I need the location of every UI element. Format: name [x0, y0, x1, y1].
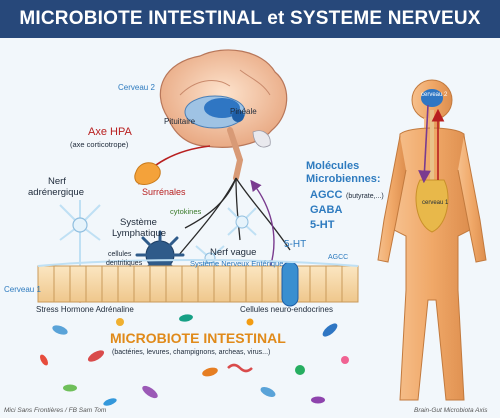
label-nerf-adrenergique-1: Nerf [48, 176, 66, 187]
label-nerf-adrenergique-2: adrénergique [28, 187, 84, 198]
page-title: MICROBIOTE INTESTINAL et SYSTEME NERVEUX [19, 8, 481, 29]
label-systeme-lymphatique-2: Lymphatique [112, 228, 167, 239]
label-axe-hpa-sub: (axe corticotrope) [70, 140, 129, 149]
label-microbiote-sub: (bactéries, levures, champignons, archea… [112, 349, 271, 356]
title-bar: MICROBIOTE INTESTINAL et SYSTEME NERVEUX [0, 0, 500, 38]
brain-illustration [159, 49, 288, 181]
label-systeme-nerveux-enterique: Système Nerveux Entérique [190, 259, 284, 268]
label-cerveau2: Cerveau 2 [118, 83, 155, 92]
label-cerveau1: Cerveau 1 [4, 285, 41, 294]
label-stress-hormone: Stress Hormone Adrénaline [36, 305, 134, 314]
label-pituitaire: Pituitaire [164, 117, 196, 126]
microbes [40, 314, 349, 406]
label-5ht-small: 5-HT [284, 239, 307, 250]
gut-epithelium [37, 259, 359, 307]
label-cellules-dendritiques-1: cellules [108, 251, 132, 258]
human-figure [377, 79, 487, 401]
label-axe-hpa: Axe HPA [88, 126, 132, 138]
adrenal-gland [134, 162, 161, 185]
label-molecules-1: Molécules [306, 160, 360, 172]
label-agcc-small: AGCC [328, 254, 349, 261]
label-body-cerveau2: cerveau 2 [421, 92, 448, 98]
label-gaba: GABA [310, 204, 343, 216]
footer-credit-right: Brain-Gut Microbiota Axis [414, 407, 488, 414]
lymphatic-cell [135, 230, 185, 274]
nerve-fibers [177, 177, 291, 257]
label-molecules-2: Microbiennes: [306, 173, 381, 185]
label-systeme-lymphatique-1: Système [120, 217, 157, 228]
label-nerf-vague: Nerf vague [210, 247, 257, 258]
label-body-cerveau1: cerveau 1 [422, 200, 449, 206]
footer-credit-left: Mici Sans Frontières / FB Sam Tom [4, 407, 107, 414]
label-agcc: AGCC [310, 189, 343, 201]
label-surrenales: Surrénales [142, 187, 186, 197]
label-cellules-dendritiques-2: dentritiques [106, 260, 143, 267]
label-5ht: 5-HT [310, 219, 335, 231]
gut-brain-arrow [250, 179, 275, 269]
label-agcc-note: (butyrate,...) [346, 193, 384, 200]
label-pineale: Pinéale [230, 107, 257, 116]
label-cellules-neuro: Cellules neuro-endocrines [240, 305, 333, 314]
label-microbiote-title: MICROBIOTE INTESTINAL [110, 330, 286, 346]
label-cytokines: cytokines [170, 207, 202, 216]
